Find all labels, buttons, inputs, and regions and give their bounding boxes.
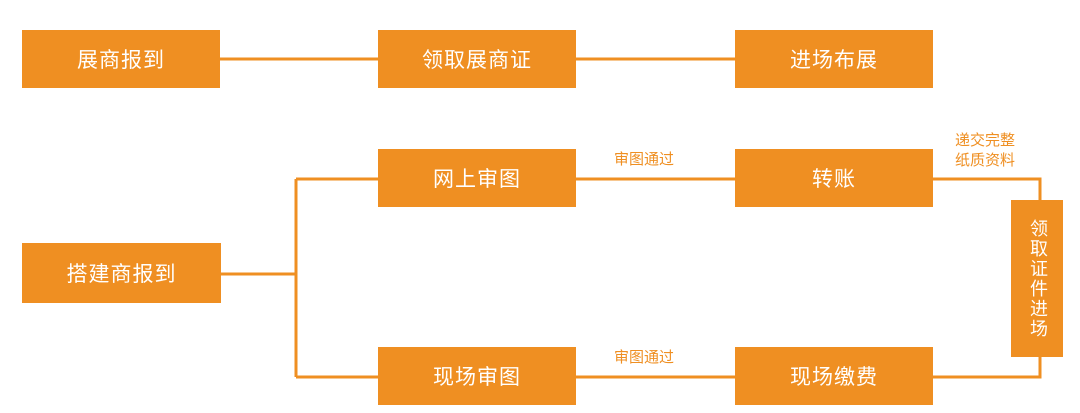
- online-review-label: 网上审图: [433, 167, 521, 191]
- enter-setup-label: 进场布展: [790, 48, 878, 72]
- onsite-review-label: 现场审图: [433, 365, 521, 389]
- submit-documents-line2: 纸质资料: [955, 151, 1016, 169]
- submit-documents-line1: 递交完整: [955, 131, 1016, 149]
- onsite-payment-box: 现场缴费: [735, 347, 933, 405]
- transfer-label: 转账: [812, 167, 856, 191]
- enter-setup-box: 进场布展: [735, 30, 933, 88]
- onsite-review-box: 现场审图: [378, 347, 576, 405]
- collect-exhibitor-badge-label: 领取展商证: [422, 48, 532, 72]
- online-review-box: 网上审图: [378, 149, 576, 207]
- builder-checkin-label: 搭建商报到: [66, 262, 177, 286]
- connector-transfer-final: [933, 177, 1042, 200]
- connector-payment-final: [933, 357, 1042, 379]
- collect-pass-enter-box: 领取证件进场: [1011, 200, 1063, 357]
- submit-documents-label: 递交完整 纸质资料: [955, 130, 1015, 170]
- approved-label-bottom: 审图通过: [614, 348, 675, 366]
- collect-exhibitor-badge-box: 领取展商证: [378, 30, 576, 88]
- onsite-payment-label: 现场缴费: [790, 365, 878, 389]
- exhibitor-checkin-box: 展商报到: [22, 30, 220, 88]
- transfer-box: 转账: [735, 149, 933, 207]
- approved-label-top: 审图通过: [614, 150, 675, 168]
- exhibitor-checkin-label: 展商报到: [77, 48, 165, 72]
- collect-pass-enter-label: 领取证件进场: [1027, 218, 1048, 339]
- builder-checkin-box: 搭建商报到: [22, 243, 221, 303]
